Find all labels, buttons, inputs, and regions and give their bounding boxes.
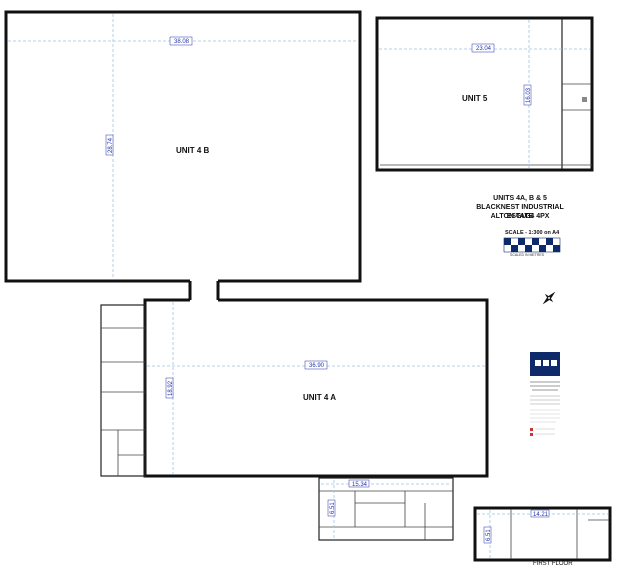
first-floor-depth-label: 6.51 bbox=[486, 529, 492, 541]
title-line-2: BLACKNEST INDUSTRIAL ESTATE bbox=[476, 204, 564, 220]
unit-4a-depth-label: 18.92 bbox=[168, 380, 174, 396]
unit-4a-width-label: 36.90 bbox=[309, 363, 325, 369]
first-floor-label: FIRST FLOOR bbox=[533, 561, 573, 567]
scale-bar bbox=[503, 237, 561, 253]
unit-4b-label: UNIT 4 B bbox=[176, 146, 210, 155]
unit-4b-width-label: 38.08 bbox=[174, 39, 190, 45]
unit-4a-label: UNIT 4 A bbox=[303, 393, 336, 402]
unit-4a-walls bbox=[143, 298, 489, 478]
unit-5-walls bbox=[375, 16, 594, 172]
office-width-label: 15.34 bbox=[352, 482, 368, 488]
agent-logo bbox=[530, 352, 560, 436]
title-line-1: UNITS 4A, B & 5 bbox=[493, 195, 547, 202]
scale-label: SCALE - 1:300 on A4 bbox=[505, 230, 560, 236]
unit-5: 23.04 16.03 UNIT 5 bbox=[375, 16, 594, 172]
first-floor-width-label: 14.21 bbox=[533, 512, 549, 518]
first-floor-walls bbox=[473, 506, 612, 562]
office-annex: 15.34 6.51 bbox=[318, 477, 454, 541]
unit-4b: 38.08 28.74 UNIT 4 B bbox=[4, 10, 362, 283]
unit-4b-depth-label: 28.74 bbox=[108, 137, 114, 153]
unit-5-depth-label: 16.03 bbox=[526, 87, 532, 103]
unit-5-width-label: 23.04 bbox=[476, 46, 492, 52]
unit-4b-width-box bbox=[169, 36, 193, 46]
north-arrow-icon bbox=[542, 291, 556, 305]
unit-4b-walls bbox=[4, 10, 362, 283]
scale-note: SCALED IN METRES bbox=[510, 253, 545, 257]
unit-5-label: UNIT 5 bbox=[462, 94, 488, 103]
unit-4a: 36.90 18.92 UNIT 4 A bbox=[100, 281, 489, 478]
office-depth-label: 6.51 bbox=[330, 502, 336, 514]
title-line-3: ALTON GU34 4PX bbox=[490, 213, 550, 220]
first-floor-plan: 14.21 6.51 bbox=[473, 506, 612, 562]
